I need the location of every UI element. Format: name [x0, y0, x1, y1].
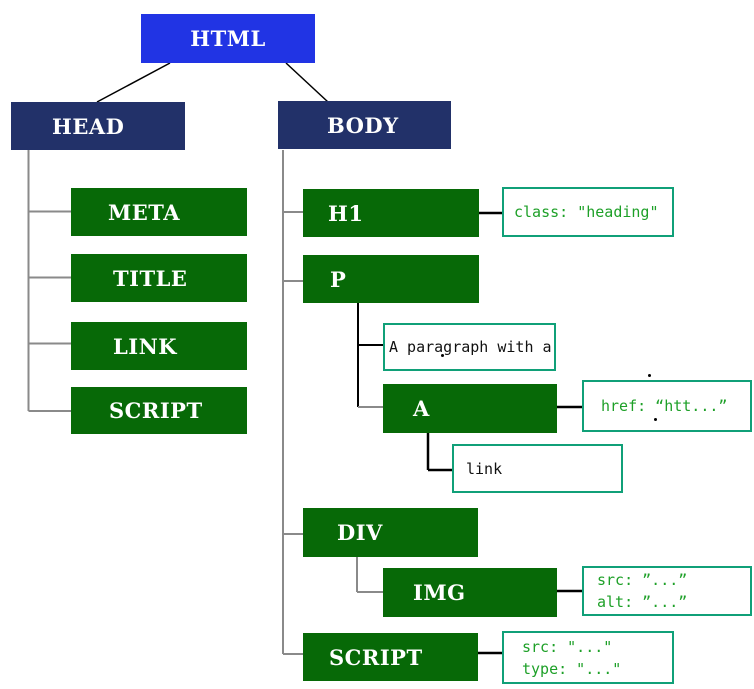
- node-html-label: HTML: [190, 26, 266, 51]
- annotation-script-attrs: src: "..." type: "...": [502, 631, 674, 684]
- annotation-img-attrs: src: ”...” alt: ”...”: [582, 566, 752, 616]
- node-body: BODY: [278, 101, 451, 149]
- edge-html-body: [285, 62, 329, 103]
- stray-dot-artifact: [654, 418, 657, 421]
- annotation-script-src: src: "...": [522, 637, 613, 656]
- node-link: LINK: [71, 322, 247, 370]
- node-head-label: HEAD: [52, 113, 125, 139]
- annotation-img-alt: alt: ”...”: [597, 593, 688, 611]
- node-title: TITLE: [71, 254, 247, 302]
- node-title-label: TITLE: [113, 265, 188, 291]
- annotation-p-text-line: A paragraph with a: [389, 338, 552, 356]
- node-a: A: [383, 384, 557, 433]
- annotation-a-text: link: [452, 444, 623, 493]
- node-div-label: DIV: [337, 520, 383, 545]
- annotation-h1-class-text: class: "heading": [514, 203, 659, 221]
- edge-html-head: [96, 62, 171, 103]
- node-img-label: IMG: [413, 580, 466, 605]
- annotation-p-text: A paragraph with a: [383, 323, 556, 371]
- node-body-label: BODY: [327, 112, 399, 138]
- node-link-label: LINK: [113, 333, 178, 359]
- node-h1: H1: [303, 189, 479, 237]
- stray-dot-artifact: [441, 354, 444, 357]
- stray-dot-artifact: [648, 374, 651, 377]
- node-html: HTML: [141, 14, 315, 63]
- node-head: HEAD: [11, 102, 185, 150]
- node-script-head-label: SCRIPT: [109, 398, 203, 423]
- annotation-h1-class: class: "heading": [502, 187, 674, 237]
- annotation-img-src: src: ”...”: [597, 571, 688, 589]
- node-h1-label: H1: [328, 200, 364, 226]
- node-div: DIV: [303, 508, 478, 557]
- annotation-a-href: href: “htt...”: [582, 380, 752, 432]
- node-meta: META: [71, 188, 247, 236]
- node-script-body-label: SCRIPT: [329, 644, 423, 670]
- node-script-body: SCRIPT: [303, 633, 478, 681]
- node-p-label: P: [330, 266, 347, 292]
- annotation-a-href-text: href: “htt...”: [601, 397, 728, 415]
- annotation-script-type: type: "...": [522, 659, 622, 678]
- node-script-head: SCRIPT: [71, 387, 247, 434]
- node-a-label: A: [413, 396, 430, 421]
- annotation-a-text-line: link: [466, 459, 503, 478]
- node-img: IMG: [383, 568, 557, 617]
- node-meta-label: META: [108, 199, 181, 225]
- node-p: P: [303, 255, 479, 303]
